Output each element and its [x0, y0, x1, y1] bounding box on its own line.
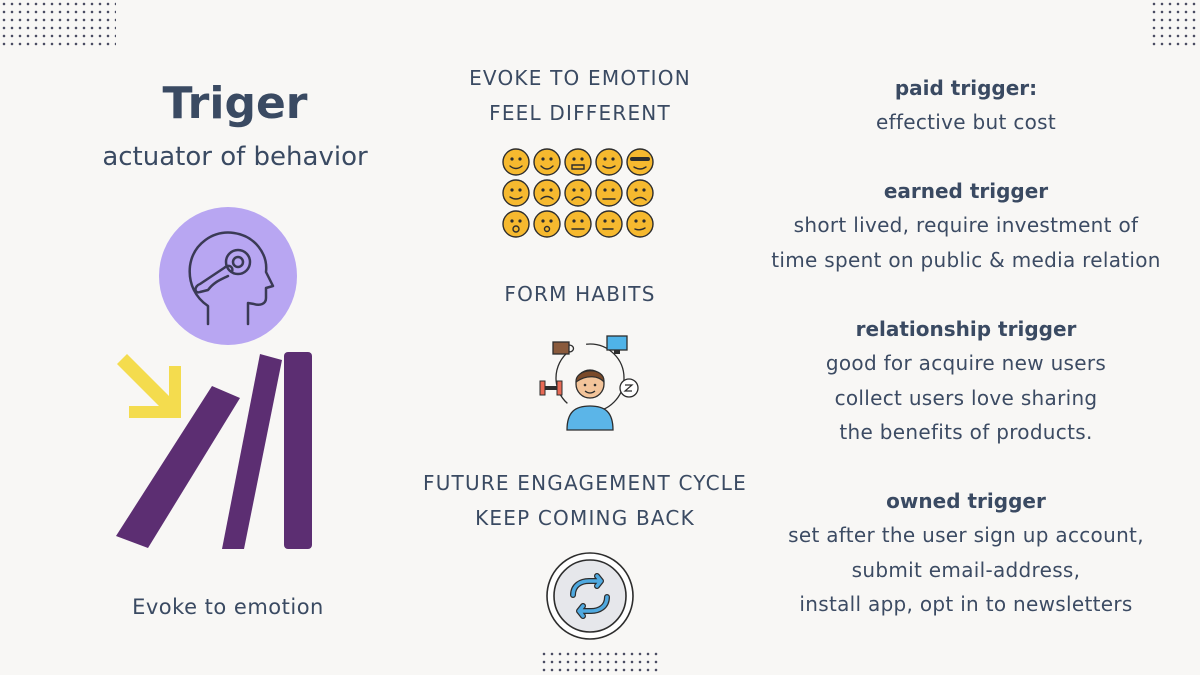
- section-cycle-line2: KEEP COMING BACK: [475, 506, 695, 530]
- relationship-trigger-heading: relationship trigger: [855, 317, 1077, 341]
- owned-trigger-heading: owned trigger: [886, 489, 1046, 513]
- relationship-trigger-block: relationship trigger good for acquire ne…: [760, 312, 1172, 450]
- dot-pattern-top-right: [1150, 0, 1200, 46]
- earned-trigger-line: short lived, require investment of: [793, 213, 1139, 237]
- earned-trigger-block: earned trigger short lived, require inve…: [760, 174, 1172, 277]
- earned-trigger-heading: earned trigger: [883, 179, 1049, 203]
- relationship-trigger-line: good for acquire new users: [825, 351, 1107, 375]
- section-evoke-emotion: EVOKE TO EMOTION FEEL DIFFERENT: [440, 61, 720, 131]
- relationship-trigger-line: collect users love sharing: [834, 385, 1098, 410]
- head-touch-icon: [159, 207, 297, 345]
- section-habits-line1: FORM HABITS: [504, 282, 656, 306]
- caption-text: Evoke to emotion: [132, 595, 324, 619]
- owned-trigger-block: owned trigger set after the user sign up…: [760, 484, 1172, 622]
- earned-trigger-line: time spent on public & media relation: [771, 247, 1161, 272]
- dot-pattern-bottom-center: [540, 650, 660, 675]
- relationship-trigger-line: the benefits of products.: [839, 420, 1093, 444]
- section-evoke-line1: EVOKE TO EMOTION: [469, 66, 691, 90]
- dot-pattern-top-left: [0, 0, 116, 46]
- section-engagement-cycle: FUTURE ENGAGEMENT CYCLE KEEP COMING BACK: [400, 466, 770, 536]
- page-title: Triger: [162, 78, 308, 129]
- owned-trigger-line: submit email-address,: [851, 557, 1081, 582]
- paid-trigger-heading: paid trigger:: [894, 76, 1038, 100]
- paid-trigger-block: paid trigger: effective but cost: [760, 71, 1172, 140]
- section-cycle-line1: FUTURE ENGAGEMENT CYCLE: [423, 471, 747, 495]
- paid-trigger-line: effective but cost: [875, 110, 1057, 134]
- emoji-grid-icon: [502, 148, 654, 238]
- purple-bars-graphic: [116, 352, 312, 549]
- habits-person-icon: [539, 335, 639, 431]
- section-evoke-line2: FEEL DIFFERENT: [489, 101, 671, 125]
- section-form-habits: FORM HABITS: [440, 277, 720, 312]
- page-subtitle: actuator of behavior: [102, 142, 368, 172]
- diagonal-arrow-icon: [117, 354, 181, 418]
- refresh-cycle-icon: [546, 552, 634, 640]
- owned-trigger-line: install app, opt in to newsletters: [799, 592, 1133, 616]
- owned-trigger-line: set after the user sign up account,: [788, 523, 1144, 547]
